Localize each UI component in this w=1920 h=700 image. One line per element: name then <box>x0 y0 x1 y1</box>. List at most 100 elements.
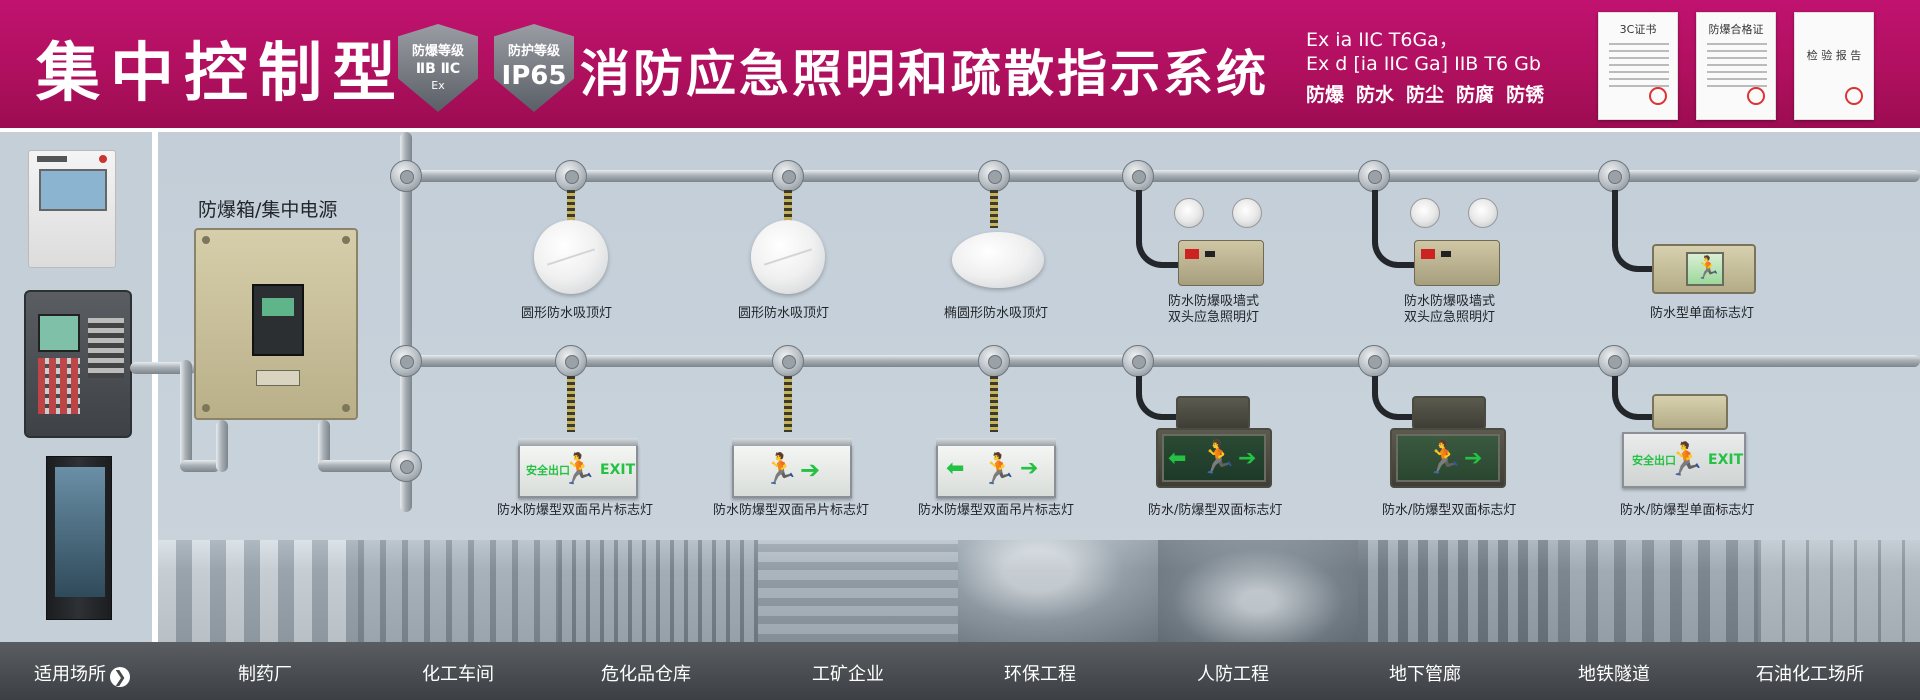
running-man-icon: 🏃 <box>1666 440 1706 478</box>
main-riser-conduit <box>400 132 412 512</box>
fixture-label: 圆形防水吸顶灯 <box>521 306 613 321</box>
twin-head-emergency-light <box>1414 240 1500 286</box>
fixture-label: 防水防爆型双面吊片标志灯 <box>713 503 870 518</box>
ex-mark-icon <box>1421 249 1435 259</box>
seal-icon <box>1747 87 1765 105</box>
main-title: 集中控制型 <box>36 37 406 111</box>
feature-item: 防爆 <box>1306 84 1345 106</box>
applicable-places-intro: 适用场所❯ <box>34 660 130 687</box>
arrow-right-icon: ➔ <box>1464 446 1483 471</box>
lamp-head-icon <box>1410 198 1440 228</box>
junction-box <box>772 160 804 192</box>
place-item: 化工车间 <box>422 664 494 685</box>
bolt-icon <box>342 236 350 244</box>
controller-drop-conduit <box>180 360 192 470</box>
junction-box <box>1598 345 1630 377</box>
feature-item: 防尘 <box>1406 84 1445 106</box>
certificate-title: 检 验 报 告 <box>1806 49 1862 62</box>
protection-grade-label: 防护等级 <box>507 44 560 59</box>
place-item: 制药厂 <box>238 664 292 685</box>
fixture-label: 圆形防水吸顶灯 <box>738 306 830 321</box>
seal-icon <box>1649 87 1667 105</box>
feature-list: 防爆 防水 防尘 防腐 防锈 <box>1306 80 1544 107</box>
protection-grade-value: IP65 <box>501 61 567 91</box>
device-screen <box>38 314 80 352</box>
exit-cn-text: 安全出口 <box>1632 454 1676 467</box>
fixture-label: 防水/防爆型双面标志灯 <box>1148 503 1283 518</box>
arrow-left-icon: ⬅ <box>1168 446 1187 471</box>
feature-item: 防锈 <box>1506 84 1545 106</box>
fixture-label: 防水防爆型双面吊片标志灯 <box>497 503 654 518</box>
place-item: 地铁隧道 <box>1578 664 1650 685</box>
photo-utility-tunnel <box>1358 540 1558 642</box>
exit-en-text: EXIT <box>600 462 636 478</box>
running-man-icon: 🏃 <box>1694 256 1722 281</box>
spec-line-2: Ex d [ia IIC Ga] IIB T6 Gb <box>1306 53 1541 75</box>
application-photo-strip <box>158 540 1920 642</box>
lamp-head-icon <box>1468 198 1498 228</box>
lamp-head-icon <box>1232 198 1262 228</box>
ex-mark-icon <box>1185 249 1199 259</box>
feature-item: 防腐 <box>1456 84 1495 106</box>
fixture-label: 防水/防爆型双面标志灯 <box>1382 503 1517 518</box>
photo-warehouse <box>558 540 758 642</box>
oval-ceiling-lamp <box>952 232 1044 288</box>
junction-box <box>390 450 422 482</box>
sign-face: 🏃 ➔ <box>1396 434 1500 482</box>
certificate-title: 3C证书 <box>1619 23 1657 36</box>
sign-mount-bar <box>936 438 1056 446</box>
fixture-label-line1: 防水防爆吸墙式 <box>1404 294 1496 309</box>
running-man-icon: 🏃 <box>1424 438 1464 476</box>
device-logo <box>37 156 67 162</box>
explosion-grade-value: ⅡB ⅡC <box>415 61 461 77</box>
flex-cable <box>1612 376 1656 420</box>
photo-tunnel <box>1158 540 1358 642</box>
explosion-proof-box <box>194 228 358 420</box>
sign-face: 🏃 <box>1686 252 1724 286</box>
fixture-label: 防水型单面标志灯 <box>1650 306 1755 321</box>
single-face-sign-light: 🏃 <box>1652 244 1756 294</box>
flex-cable <box>1136 376 1180 420</box>
place-item: 工矿企业 <box>812 664 884 685</box>
switch-icon <box>1441 251 1451 257</box>
box-to-riser-conduit <box>318 460 408 472</box>
certificate-text-lines <box>1609 43 1669 92</box>
sign-junction-housing <box>1652 394 1728 430</box>
module-screen <box>262 298 294 316</box>
junction-box <box>1358 160 1390 192</box>
conduit-stem <box>784 190 792 228</box>
explosion-grade-badge: 防爆等级 ⅡB ⅡC Ex <box>398 24 478 112</box>
junction-box <box>555 160 587 192</box>
explosion-grade-label: 防爆等级 <box>411 44 464 59</box>
cabinet-window <box>55 467 105 597</box>
running-man-icon: 🏃 <box>560 452 598 487</box>
photo-metro <box>1558 540 1758 642</box>
fixture-label-line2: 双头应急照明灯 <box>1404 310 1496 325</box>
exit-en-text: EXIT <box>1708 452 1744 468</box>
applicable-places-label: 适用场所 <box>34 664 106 685</box>
running-man-icon: 🏃 <box>980 452 1018 487</box>
applicable-places-bar: 适用场所❯ 制药厂 化工车间 危化品仓库 工矿企业 环保工程 人防工程 地下管廊… <box>0 642 1920 700</box>
explosion-grade-ex: Ex <box>431 79 445 92</box>
control-cabinet <box>46 456 112 620</box>
header-divider <box>0 128 1920 132</box>
certificate-inspection-report: 检 验 报 告 <box>1794 12 1874 120</box>
panel-divider <box>152 132 158 642</box>
arrow-right-icon: ➔ <box>1238 446 1257 471</box>
double-face-hanging-sign: 安全出口 🏃 EXIT <box>518 438 638 498</box>
system-title: 消防应急照明和疏散指示系统 <box>580 45 1269 103</box>
place-item: 人防工程 <box>1197 664 1269 685</box>
certificate-text-lines <box>1707 43 1767 92</box>
place-item: 地下管廊 <box>1389 664 1461 685</box>
button-array-icon <box>88 318 124 378</box>
sign-junction-housing <box>1176 396 1250 430</box>
conduit-stem <box>784 376 792 432</box>
bolt-icon <box>342 404 350 412</box>
certificate-3c: 3C证书 <box>1598 12 1678 120</box>
sign-mount-bar <box>518 438 638 446</box>
arrow-right-circle-icon: ❯ <box>110 667 130 687</box>
upper-conduit <box>400 170 1920 182</box>
certificate-title: 防爆合格证 <box>1708 23 1764 36</box>
photo-petrochemical <box>1758 540 1920 642</box>
junction-box <box>390 160 422 192</box>
